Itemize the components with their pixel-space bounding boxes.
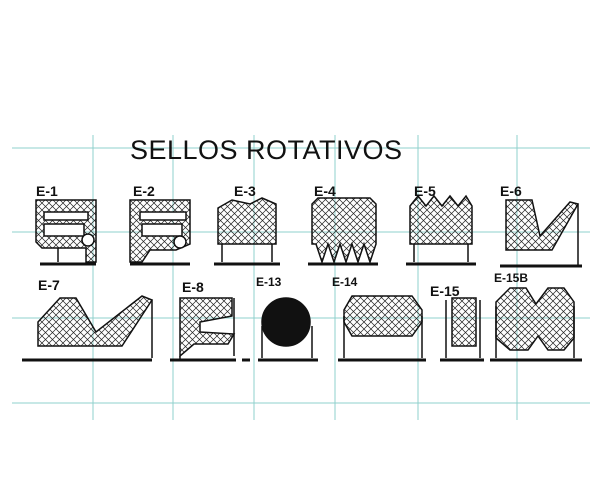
seal-e1-profile — [35, 199, 97, 266]
seal-label-e6: E-6 — [500, 183, 522, 199]
seal-label-e15b: E-15B — [494, 271, 529, 285]
seal-e14-profile — [338, 295, 426, 362]
seal-e8-profile — [170, 297, 250, 362]
seal-e15-profile — [440, 297, 484, 362]
seal-label-e15: E-15 — [430, 283, 460, 299]
seal-label-e3: E-3 — [234, 183, 256, 199]
seal-e5-profile — [406, 194, 476, 266]
seal-e3-profile — [214, 197, 280, 266]
seal-e13-profile — [258, 297, 318, 362]
seal-label-e4: E-4 — [314, 183, 336, 199]
seal-e2-profile — [129, 199, 191, 266]
seal-label-e8: E-8 — [182, 279, 204, 295]
seal-e6-profile — [500, 199, 582, 268]
seal-e7-profile — [22, 295, 154, 362]
seal-label-e14: E-14 — [332, 275, 358, 289]
seal-label-e5: E-5 — [414, 183, 436, 199]
seal-e4-profile — [308, 197, 378, 266]
seal-label-e2: E-2 — [133, 183, 155, 199]
diagram-title: SELLOS ROTATIVOS — [130, 135, 403, 165]
seal-label-e7: E-7 — [38, 277, 60, 293]
seal-e15b-profile — [490, 287, 582, 362]
seal-label-e13: E-13 — [256, 275, 282, 289]
seal-label-e1: E-1 — [36, 183, 58, 199]
